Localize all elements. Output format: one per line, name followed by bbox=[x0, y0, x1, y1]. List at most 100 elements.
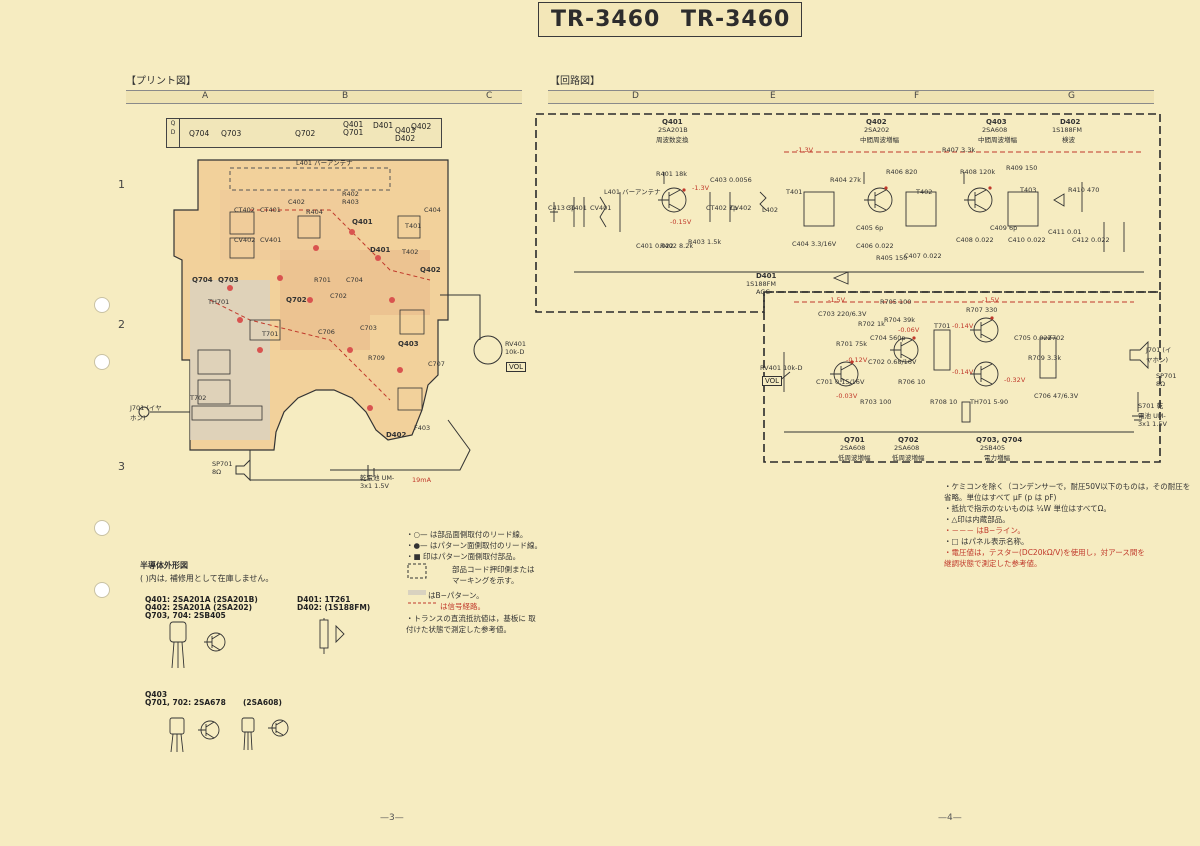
part-label: R707 330 bbox=[966, 306, 998, 314]
semi-drawings bbox=[169, 618, 345, 753]
stage-role: 電力増幅 bbox=[984, 454, 1010, 462]
grid-col-b: B bbox=[342, 91, 349, 101]
part-label: C706 47/6.3V bbox=[1034, 392, 1079, 400]
ground-line bbox=[574, 271, 1144, 433]
part-label: T702 bbox=[1048, 334, 1065, 342]
part-label: TH701 5-90 bbox=[970, 398, 1009, 406]
b-line bbox=[784, 151, 1144, 303]
schematic bbox=[535, 113, 1161, 463]
qcell: Q704 bbox=[189, 129, 210, 138]
part-label: J701 (イヤホン) bbox=[1146, 346, 1172, 364]
part-label: C404 3.3/16V bbox=[792, 240, 837, 248]
part-label: C409 6p bbox=[990, 224, 1018, 232]
part-label: C412 0.022 bbox=[1072, 236, 1110, 244]
rf-components bbox=[550, 172, 1125, 285]
pcb-label: CT402 bbox=[234, 206, 255, 214]
part-label: R406 820 bbox=[886, 168, 918, 176]
circuit-heading: 【回路図】 bbox=[550, 76, 600, 87]
note-line: ・ケミコンを除く（コンデンサーで，耐圧50V以下のものは，その耐圧を bbox=[944, 482, 1191, 491]
vol-panel-label: VOL bbox=[762, 376, 783, 386]
note-line: ・電圧値は，テスター(DC20kΩ/V)を使用し，対アース間を bbox=[944, 548, 1145, 557]
part-label: C705 0.022 bbox=[1014, 334, 1052, 342]
note-line: 省略。単位はすべて μF (p は pF) bbox=[944, 493, 1057, 502]
stage-ref: Q701 bbox=[844, 436, 865, 444]
note-line: ・－－－ はB−ライン。 bbox=[944, 526, 1025, 535]
vol-panel-label: VOL bbox=[506, 362, 527, 372]
stage-type: 2SB405 bbox=[980, 444, 1006, 452]
af-components bbox=[777, 317, 1149, 423]
pcb-pattern bbox=[220, 190, 360, 260]
voltage-label: -0.14V bbox=[952, 368, 974, 376]
part-label: C405 6p bbox=[856, 224, 884, 232]
signal-path bbox=[209, 209, 431, 401]
pcb-label: L401 バーアンテナ bbox=[296, 159, 353, 167]
part-label: L401 バーアンテナ bbox=[604, 188, 661, 196]
pcb-label: C704 bbox=[346, 276, 363, 284]
page-number-left: —3— bbox=[380, 813, 404, 823]
pcb-pattern bbox=[280, 250, 430, 350]
part-label: CV401 bbox=[590, 204, 612, 212]
part-label: T403 bbox=[1020, 186, 1037, 194]
note-line: 継調状態で測定した参考値。 bbox=[944, 559, 1042, 568]
part-label: R708 10 bbox=[930, 398, 958, 406]
semi-line: D402: (1S188FM) bbox=[297, 603, 371, 612]
part-label: CT401 bbox=[566, 204, 587, 212]
voltage-label: -1.5V bbox=[982, 296, 1000, 304]
part-label: T401 bbox=[786, 188, 803, 196]
part-label: C704 560p bbox=[870, 334, 906, 342]
pcb-label: R402 bbox=[342, 190, 359, 198]
part-label: R409 150 bbox=[1006, 164, 1038, 172]
semi-line: Q403 bbox=[145, 690, 168, 699]
pcb-label: R404 bbox=[306, 208, 323, 216]
stage-role: 周波数変換 bbox=[656, 136, 689, 144]
pcb-label: D402 bbox=[386, 431, 407, 439]
part-label: R709 3.3k bbox=[1028, 354, 1062, 362]
stage-ref: Q702 bbox=[898, 436, 919, 444]
pcb-label: Q403 bbox=[398, 340, 419, 348]
page-number-right: —4— bbox=[938, 813, 962, 823]
part-label: C407 0.022 bbox=[904, 252, 942, 260]
part-label: SP701 8Ω bbox=[1156, 372, 1177, 388]
legend-item: は信号経路。 bbox=[440, 602, 485, 611]
grid-row-right: D E F G bbox=[548, 90, 1154, 104]
voltage-label: -1.3V bbox=[692, 184, 710, 192]
binder-hole bbox=[94, 354, 110, 370]
voltage-label: -1.5V bbox=[828, 296, 846, 304]
speaker-icon bbox=[235, 458, 251, 482]
note-line: ・抵抗で指示のないものは ¼W 単位はすべてΩ。 bbox=[944, 504, 1111, 513]
note-line: ・△印は内蔵部品。 bbox=[944, 515, 1010, 524]
row-2: 2 bbox=[118, 318, 125, 331]
grid-col-e: E bbox=[770, 91, 776, 101]
pcb-components bbox=[191, 211, 425, 421]
grid-col-f: F bbox=[914, 91, 920, 101]
pcb-label: R701 bbox=[314, 276, 331, 284]
part-label: CV402 bbox=[730, 204, 752, 212]
part-label: R704 39k bbox=[884, 316, 916, 324]
pcb-label: C402 bbox=[288, 198, 305, 206]
pcb-label: TH701 bbox=[208, 298, 230, 306]
part-label: R410 470 bbox=[1068, 186, 1100, 194]
part-label: R701 75k bbox=[836, 340, 868, 348]
pcb-label: T702 bbox=[190, 394, 207, 402]
stage-type: 2SA608 bbox=[982, 126, 1008, 134]
pcb-label: C404 bbox=[424, 206, 441, 214]
stage-role: AGC bbox=[756, 288, 770, 296]
legend-item: ・■ 印はパターン面側取付部品。 bbox=[406, 552, 521, 561]
speaker-label: SP701 8Ω bbox=[212, 460, 233, 476]
part-label: R403 1.5k bbox=[688, 238, 722, 246]
rf-frame bbox=[535, 113, 1161, 313]
qcell: Q403 D402 bbox=[395, 126, 416, 143]
part-label: C401 0.022 bbox=[636, 242, 674, 250]
current-label: 19mA bbox=[412, 476, 432, 484]
semi-note: ( )内は, 補修用として在庫しません。 bbox=[140, 574, 274, 583]
pcb-label: T402 bbox=[402, 248, 419, 256]
pcb-label: R403 bbox=[342, 198, 359, 206]
pcb-label: C703 bbox=[360, 324, 377, 332]
stage-type: 2SA201B bbox=[658, 126, 688, 134]
voltage-dots bbox=[682, 186, 994, 364]
part-label: CT402 7p bbox=[706, 204, 738, 212]
stage-role: 中間周波増幅 bbox=[978, 136, 1017, 144]
part-label: C408 0.022 bbox=[956, 236, 994, 244]
